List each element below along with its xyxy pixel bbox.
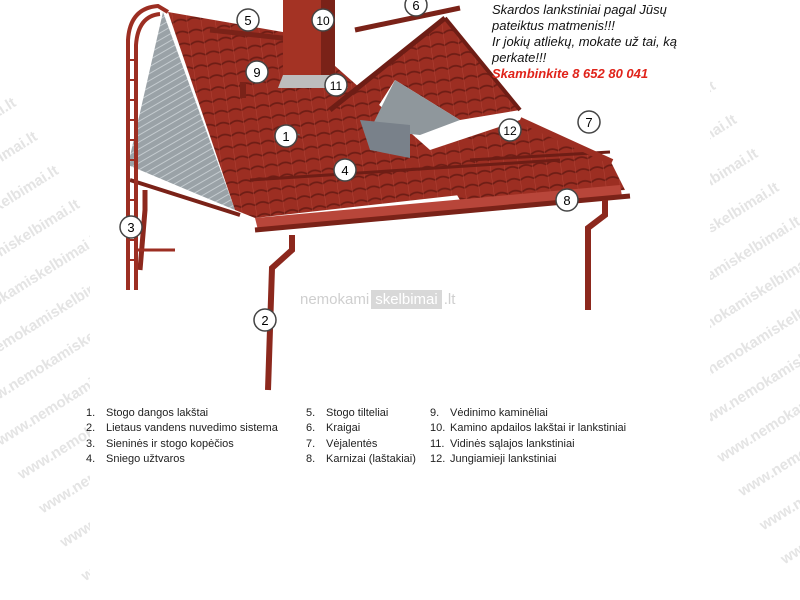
- ridge-right: [354, 5, 461, 33]
- callout-6: 6: [404, 0, 428, 17]
- callout-label: 11: [330, 79, 343, 93]
- legend-text: Vėjalentės: [326, 437, 378, 450]
- legend-item: 3. Sieninės ir stogo kopėčios: [86, 437, 278, 452]
- callout-5: 5: [236, 8, 260, 32]
- callout-label: 2: [261, 313, 268, 328]
- callout-label: 1: [282, 129, 289, 144]
- roof-illustration: 1 2 3 4 5 6 7 8 9 10 11 12: [119, 0, 631, 391]
- legend-column-2: 5. Stogo tilteliai 6. Kraigai 7. Vėjalentės…: [306, 406, 416, 467]
- ad-text: Skardos lankstiniai pagal Jūsų pateiktus…: [492, 2, 722, 82]
- legend-number: 10.: [430, 422, 446, 435]
- legend-item: 1. Stogo dangos lakštai: [86, 406, 278, 421]
- callout-9: 9: [245, 60, 269, 84]
- vent: [240, 82, 246, 98]
- watermark-left: www.nemokamiskelbimai.lt www.nemokamiske…: [0, 0, 90, 600]
- callout-4: 4: [333, 158, 357, 182]
- site-watermark-box: skelbimai: [371, 289, 442, 309]
- legend-item: 4. Sniego užtvaros: [86, 452, 278, 467]
- roof-right: [430, 120, 625, 200]
- legend-text: Jungiamieji lankstiniai: [450, 452, 557, 465]
- watermark-right: www.nemokamiskelbimai.lt www.nemokamiske…: [710, 0, 800, 600]
- legend-text: Kamino apdailos lakštai ir lankstiniai: [450, 422, 627, 435]
- ladder-rail: [126, 3, 170, 290]
- legend-number: 4.: [86, 452, 96, 465]
- dormer-roof: [330, 18, 520, 135]
- legend-number: 9.: [430, 407, 440, 419]
- legend-text: Karnizai (laštakiai): [326, 452, 416, 465]
- callout-label: 6: [412, 0, 419, 13]
- ad-line: pateiktus matmenis!!!: [492, 18, 615, 33]
- callout-2: 2: [253, 308, 277, 332]
- legend-text: Sniego užtvaros: [106, 452, 185, 465]
- legend-number: 1.: [86, 407, 96, 419]
- legend-item: 2. Lietaus vandens nuvedimo sistema: [86, 421, 278, 436]
- site-watermark-right: .lt: [443, 290, 456, 308]
- legend-text: Lietaus vandens nuvedimo sistema: [106, 422, 278, 435]
- roof-main: [168, 12, 460, 218]
- gutter-left: [129, 178, 241, 217]
- site-watermark-left: nemokami: [300, 290, 370, 308]
- legend-number: 7.: [306, 437, 316, 450]
- callout-1: 1: [274, 124, 301, 148]
- legend-text: Stogo dangos lakštai: [106, 407, 209, 419]
- callout-7: 7: [577, 110, 601, 134]
- callout-11: 11: [324, 73, 348, 97]
- legend-column-3: 9. Vėdinimo kaminėliai 10. Kamino apdailos…: [430, 406, 626, 467]
- barge-board: [518, 117, 614, 165]
- ad-line: Ir jokių atliekų, mokate už tai, ką: [492, 34, 677, 49]
- eaves: [255, 185, 622, 230]
- dormer-wall: [360, 120, 410, 158]
- site-watermark: nemokami skelbimai .lt: [300, 288, 455, 310]
- legend-number: 11.: [430, 437, 445, 450]
- dormer-inner: [370, 80, 460, 135]
- legend-item: 10. Kamino apdailos lakštai ir lankstinia…: [430, 421, 626, 436]
- legend-column-1: 1. Stogo dangos lakštai 2. Lietaus vandens…: [86, 406, 278, 467]
- ad-phone: Skambinkite 8 652 80 041: [492, 66, 649, 81]
- legend-item: 12. Jungiamieji lankstiniai: [430, 452, 626, 467]
- gable-side: [128, 12, 235, 210]
- legend-number: 8.: [306, 452, 316, 465]
- dormer-edge: [443, 16, 522, 112]
- callout-label: 7: [585, 115, 592, 130]
- callout-label: 8: [563, 193, 570, 208]
- legend-text: Vidinės sąlajos lankstiniai: [450, 437, 575, 450]
- legend-item: 11. Vidinės sąlajos lankstiniai: [430, 437, 626, 452]
- ad-line: perkate!!!: [492, 50, 547, 65]
- legend-text: Vėdinimo kaminėliai: [450, 407, 548, 419]
- legend-text: Stogo tilteliai: [326, 407, 389, 419]
- ad-line: Skardos lankstiniai pagal Jūsų: [492, 2, 667, 17]
- downpipe-right: [585, 200, 608, 310]
- callout-3: 3: [119, 215, 143, 239]
- legend-number: 3.: [86, 437, 96, 450]
- legend-number: 6.: [306, 422, 316, 435]
- legend-item: 9. Vėdinimo kaminėliai: [430, 406, 626, 421]
- legend-item: 5. Stogo tilteliai: [306, 406, 416, 421]
- ladder-rail: [134, 12, 161, 290]
- dormer-ridge: [328, 16, 447, 112]
- callout-label: 9: [253, 65, 260, 80]
- legend-text: Kraigai: [326, 422, 361, 435]
- legend-item: 8. Karnizai (laštakiai): [306, 452, 416, 467]
- legend-item: 6. Kraigai: [306, 421, 416, 436]
- callout-label: 5: [244, 13, 251, 28]
- legend-text: Sieninės ir stogo kopėčios: [106, 437, 234, 450]
- callout-10: 10: [311, 8, 335, 32]
- legend-number: 2.: [86, 422, 96, 435]
- legend-number: 5.: [306, 407, 316, 419]
- legend-number: 12.: [430, 452, 446, 465]
- legend-item: 7. Vėjalentės: [306, 437, 416, 452]
- callout-12: 12: [498, 118, 522, 142]
- callout-label: 3: [127, 220, 134, 235]
- callout-label: 4: [341, 163, 348, 178]
- snow-guard: [249, 158, 561, 182]
- callout-8: 8: [555, 188, 579, 212]
- callout-label: 12: [503, 124, 517, 138]
- callout-label: 10: [316, 14, 330, 28]
